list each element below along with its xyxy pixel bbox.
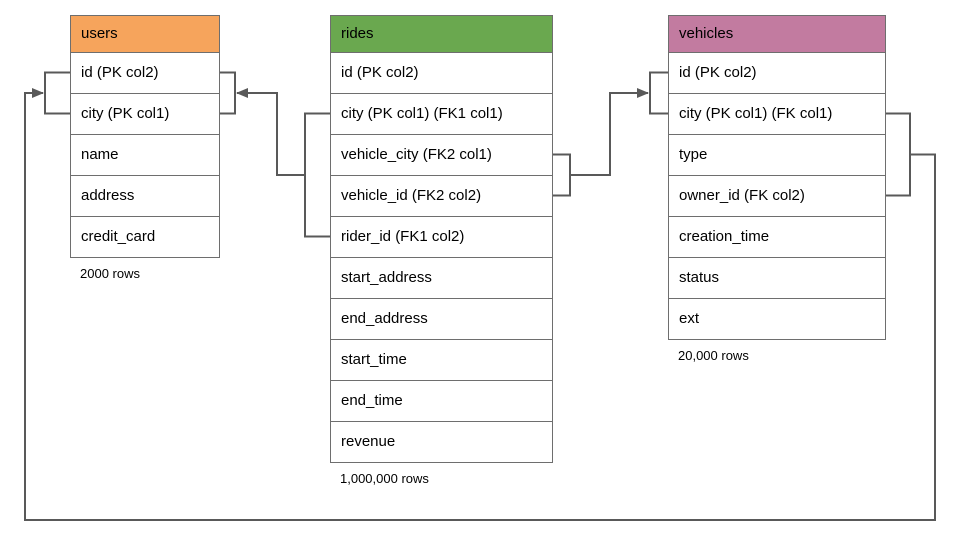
table-row: end_address	[331, 298, 552, 339]
bracket-rides-fk2	[553, 153, 571, 197]
table-row: city (PK col1)	[71, 93, 219, 134]
table-users: users id (PK col2) city (PK col1) name a…	[70, 15, 220, 281]
table-rides: rides id (PK col2) city (PK col1) (FK1 c…	[330, 15, 553, 486]
bracket-vehicles-fk	[886, 112, 911, 197]
table-row: revenue	[331, 421, 552, 462]
table-rides-header: rides	[331, 16, 552, 52]
table-row: id (PK col2)	[669, 52, 885, 93]
connector-rides-to-vehicles	[570, 88, 649, 176]
connector-vehicles-to-users	[24, 88, 936, 521]
table-row: address	[71, 175, 219, 216]
bracket-users-pk-left	[44, 71, 70, 115]
table-row: owner_id (FK col2)	[669, 175, 885, 216]
bracket-users-pk-right	[220, 71, 236, 115]
row-count-label: 1,000,000 rows	[340, 471, 429, 486]
bracket-vehicles-pk-left	[649, 71, 668, 115]
table-vehicles: vehicles id (PK col2) city (PK col1) (FK…	[668, 15, 886, 363]
table-row: vehicle_city (FK2 col1)	[331, 134, 552, 175]
table-row: start_time	[331, 339, 552, 380]
row-count-label: 2000 rows	[80, 266, 140, 281]
table-row: city (PK col1) (FK col1)	[669, 93, 885, 134]
table-row: id (PK col2)	[331, 52, 552, 93]
table-row: rider_id (FK1 col2)	[331, 216, 552, 257]
table-row: creation_time	[669, 216, 885, 257]
table-row: status	[669, 257, 885, 298]
table-row: start_address	[331, 257, 552, 298]
table-row: id (PK col2)	[71, 52, 219, 93]
table-row: ext	[669, 298, 885, 339]
table-row: city (PK col1) (FK1 col1)	[331, 93, 552, 134]
table-row: type	[669, 134, 885, 175]
table-vehicles-header: vehicles	[669, 16, 885, 52]
connector-rides-to-users	[236, 88, 305, 176]
bracket-rides-fk1	[304, 112, 330, 238]
table-row: end_time	[331, 380, 552, 421]
table-row: credit_card	[71, 216, 219, 257]
row-count-label: 20,000 rows	[678, 348, 749, 363]
table-row: vehicle_id (FK2 col2)	[331, 175, 552, 216]
table-users-header: users	[71, 16, 219, 52]
table-row: name	[71, 134, 219, 175]
